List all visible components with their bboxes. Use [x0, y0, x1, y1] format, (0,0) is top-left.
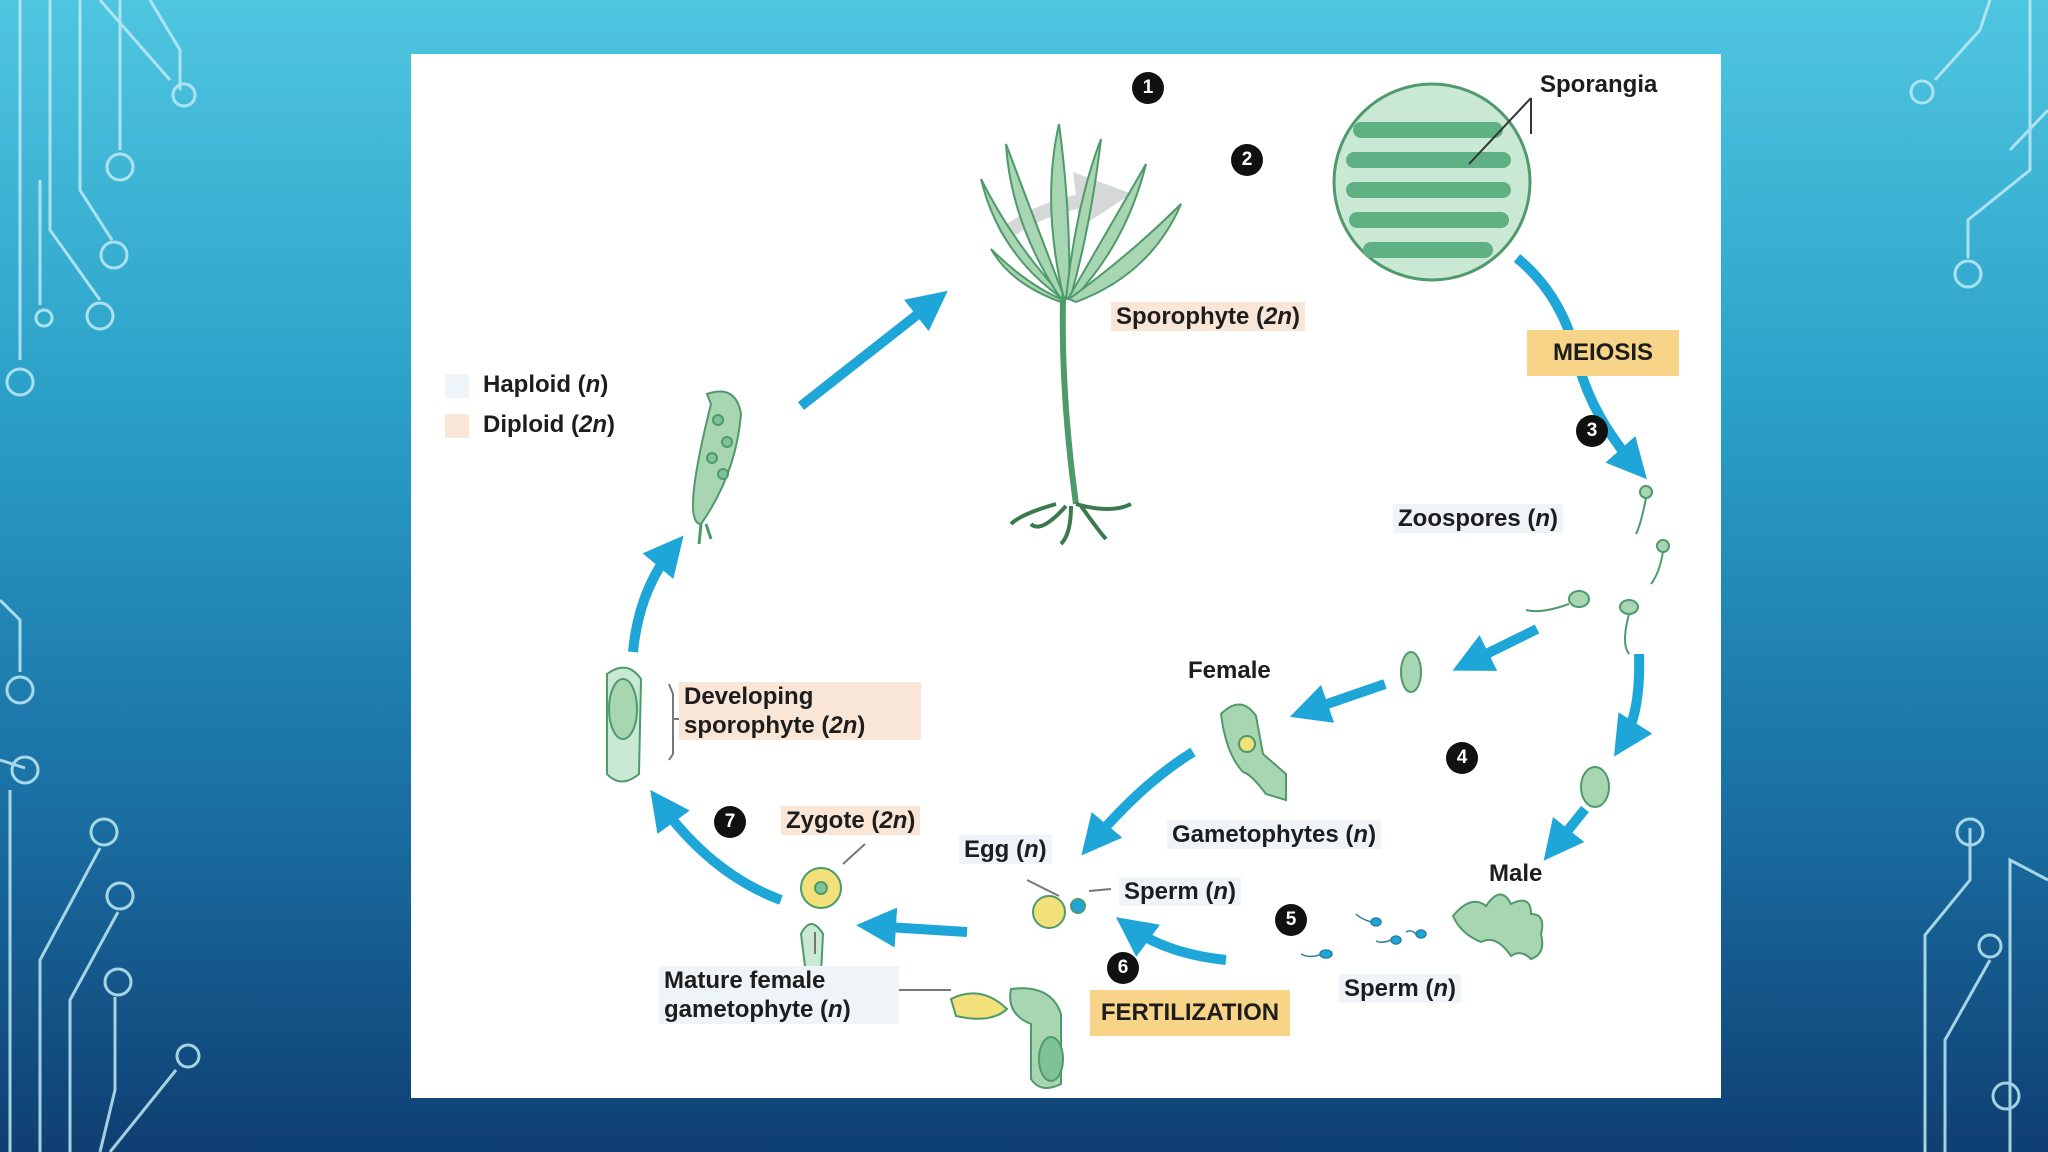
diagram-panel: Haploid (n) Diploid (2n) Sporangia Sporo…	[411, 54, 1721, 1098]
label-male: Male	[1489, 860, 1543, 887]
step-marker-2: 2	[1231, 144, 1263, 176]
arrow-to-zygote	[856, 907, 968, 948]
sperm-illustration	[1300, 913, 1427, 959]
label-gametophytes: Gametophytes (n)	[1167, 820, 1382, 849]
label-egg: Egg (n)	[959, 835, 1052, 864]
female-gametophyte-illustration	[1219, 651, 1422, 802]
arrow-sperm-to-egg	[1115, 917, 1227, 965]
legend-swatch-diploid	[445, 414, 469, 438]
male-gametophyte-illustration	[1451, 766, 1610, 961]
legend-swatch-haploid	[445, 374, 469, 398]
step-marker-3: 3	[1576, 415, 1608, 447]
legend-diploid: Diploid (2n)	[483, 411, 616, 438]
legend-haploid: Haploid (n)	[483, 371, 609, 398]
label-zoospores: Zoospores (n)	[1393, 504, 1564, 533]
kelp-life-cycle-diagram	[606, 82, 1670, 1089]
label-fertilization: FERTILIZATION	[1090, 990, 1290, 1036]
step-marker-6: 6	[1107, 952, 1139, 984]
label-female: Female	[1188, 657, 1271, 684]
sporangia-illustration	[1332, 82, 1532, 282]
step-marker-4: 4	[1446, 742, 1478, 774]
young-sporophyte-illustration	[692, 390, 743, 545]
label-meiosis: MEIOSIS	[1527, 330, 1679, 376]
label-sperm-lower: Sperm (n)	[1339, 974, 1462, 1003]
label-sporangia: Sporangia	[1540, 71, 1658, 98]
step-marker-5: 5	[1275, 904, 1307, 936]
arrow-to-young-sporophyte	[628, 535, 684, 653]
arrow-to-developing	[650, 789, 783, 905]
life-cycle-arrows	[628, 254, 1653, 965]
sporophyte-illustration	[980, 123, 1182, 546]
label-developing-sporophyte: Developing sporophyte (2n)	[679, 682, 921, 740]
label-mature-female-gametophyte: Mature female gametophyte (n)	[659, 966, 899, 1024]
developing-sporophyte-illustration	[606, 666, 643, 783]
step-marker-1: 1	[1132, 72, 1164, 104]
arrow-to-male	[1543, 805, 1589, 861]
zoospores-illustration	[1525, 485, 1670, 655]
arrow-to-sporophyte	[797, 290, 948, 410]
arrow-to-male-spore	[1613, 653, 1653, 757]
label-sporophyte: Sporophyte (2n)	[1111, 302, 1306, 331]
label-zygote: Zygote (2n)	[781, 806, 921, 835]
arrow-to-female-spore	[1452, 624, 1540, 671]
label-sperm-at-egg: Sperm (n)	[1119, 877, 1242, 906]
arrow-to-egg	[1081, 747, 1196, 856]
egg-and-mature-female-illustration	[949, 895, 1086, 1089]
zygote-illustration	[799, 867, 842, 980]
step-marker-7: 7	[714, 806, 746, 838]
arrow-to-female	[1289, 679, 1387, 723]
gray-arrow-to-sporangia	[998, 172, 1132, 242]
